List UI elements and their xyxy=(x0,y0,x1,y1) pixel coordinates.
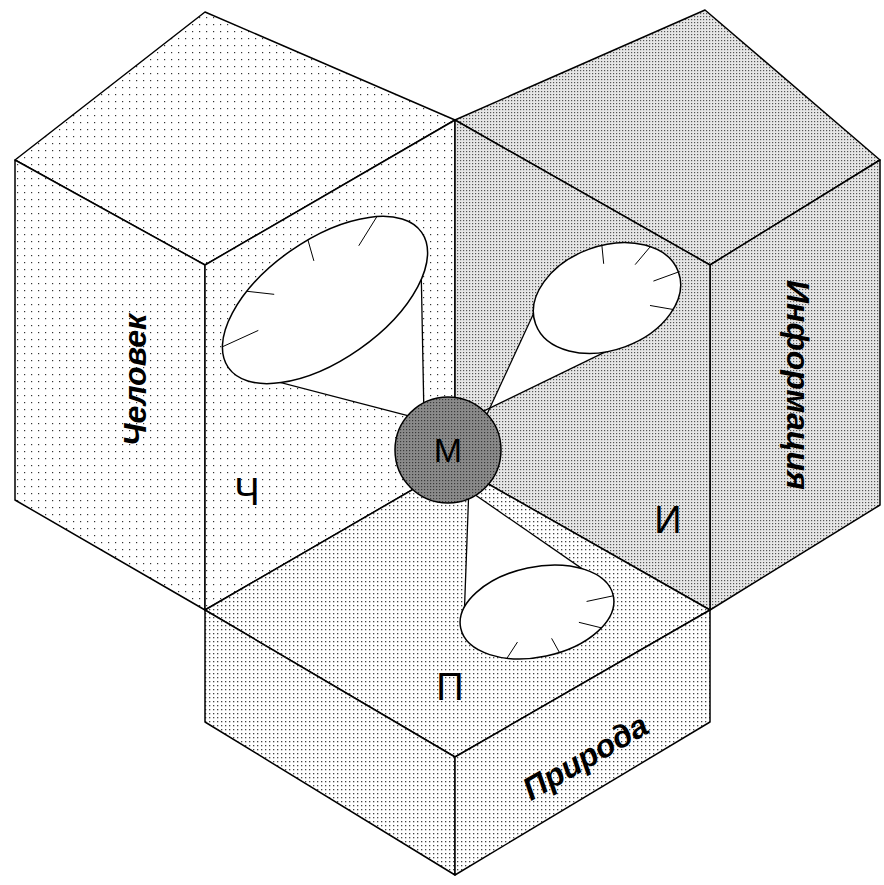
hatch-stroke xyxy=(222,330,258,346)
hatch-stroke xyxy=(602,245,604,263)
cones xyxy=(194,183,696,672)
hatch-stroke xyxy=(635,247,650,265)
hatch-stroke xyxy=(359,217,377,246)
hatch-stroke xyxy=(650,305,673,309)
cube-node: Природа П xyxy=(205,465,710,875)
cube-letter: И xyxy=(654,501,681,539)
cone-opening xyxy=(518,223,696,373)
cube-title: Природа xyxy=(517,708,653,805)
hatch-stroke xyxy=(308,240,314,261)
cube-face xyxy=(205,610,455,875)
hatch-stroke xyxy=(653,272,678,281)
cube-face xyxy=(710,160,880,610)
hatch-stroke xyxy=(507,642,518,658)
circle-node: М xyxy=(393,395,503,505)
hatch-stroke xyxy=(587,596,614,602)
hatch-stroke xyxy=(579,622,602,628)
cone-opening xyxy=(194,183,456,417)
cone-opening xyxy=(451,552,622,672)
cube-node: ЧеловекЧ xyxy=(15,10,455,610)
circle-letter: М xyxy=(434,433,462,467)
cube-face xyxy=(15,160,205,610)
cube-letter: П xyxy=(436,668,463,706)
hatch-stroke xyxy=(247,291,274,294)
cube-title: Информация xyxy=(782,280,814,490)
cube-title: Человек xyxy=(119,314,151,446)
hatch-stroke xyxy=(552,638,560,652)
cube-node: ИнформацияИ xyxy=(455,10,882,610)
cube-letter: Ч xyxy=(234,473,259,511)
